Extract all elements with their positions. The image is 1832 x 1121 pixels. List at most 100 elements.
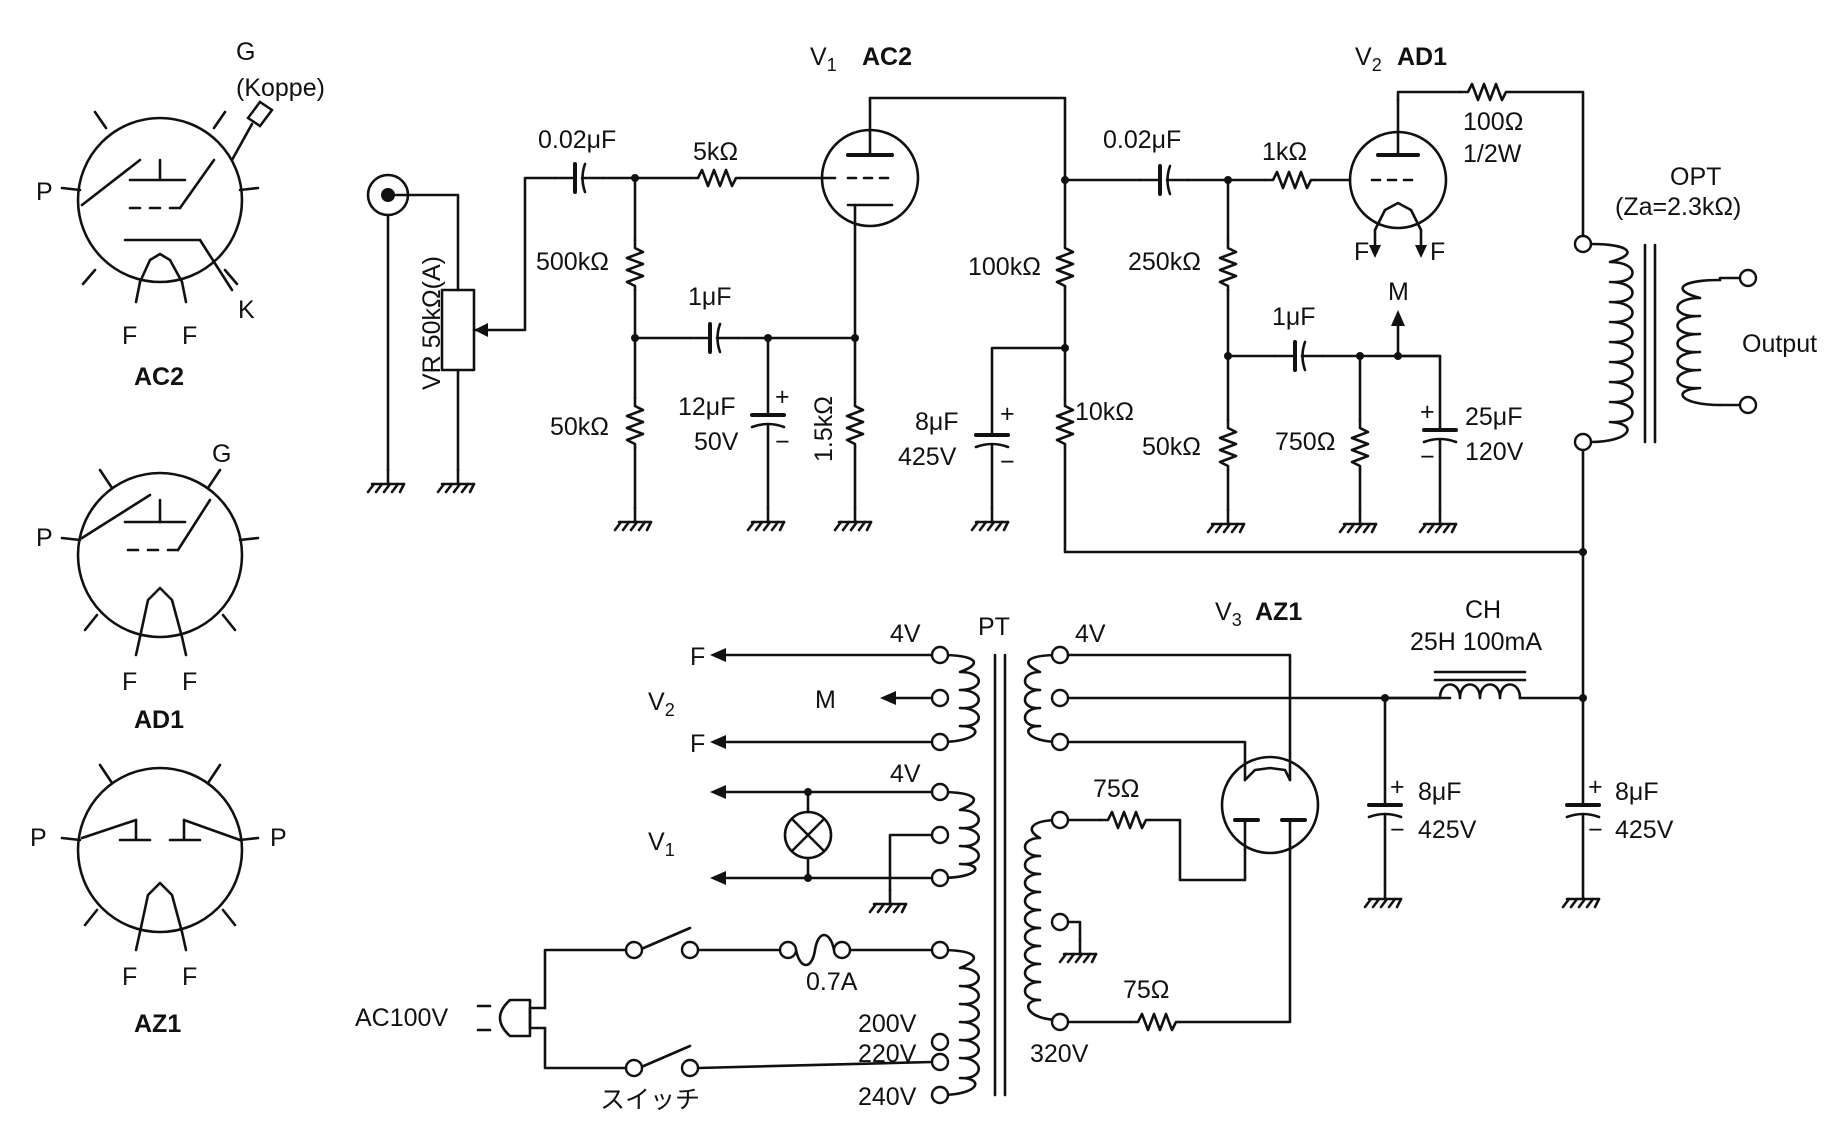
c-12uf-plus: + <box>775 383 790 411</box>
v1-sym: V <box>810 43 827 71</box>
c-8uf-a-minus: − <box>1000 448 1015 476</box>
ac-in-label: AC100V <box>355 1004 448 1032</box>
c-12uf-label: 12μF <box>678 393 735 421</box>
c-8uf-1-label: 8μF <box>1418 778 1462 806</box>
ad1-pin-f2: F <box>182 668 197 696</box>
opt-z-label: (Za=2.3kΩ) <box>1615 193 1741 221</box>
az1-name: AZ1 <box>134 1010 181 1038</box>
v1-type: AC2 <box>862 43 912 71</box>
c-8uf-1-v-label: 425V <box>1418 816 1477 844</box>
ps-v2-f2: F <box>690 730 705 758</box>
r-75-a-label: 75Ω <box>1093 775 1140 803</box>
ps-v2-sub: 2 <box>665 700 675 720</box>
v2-f1: F <box>1354 238 1369 266</box>
ch-label: CH <box>1465 596 1501 624</box>
ps-4v-b: 4V <box>890 760 921 788</box>
r-1k5-label: 1.5kΩ <box>810 396 838 462</box>
c-8uf-1-plus: + <box>1390 773 1405 801</box>
ps-m: M <box>815 686 836 714</box>
opt-label: OPT <box>1670 163 1721 191</box>
pinout-ad1: G P F F AD1 <box>36 440 260 734</box>
ps-200v: 200V <box>858 1010 917 1038</box>
fuse-label: 0.7A <box>806 968 858 996</box>
ps-v1-sub: 1 <box>665 840 675 860</box>
ad1-name: AD1 <box>134 706 184 734</box>
c-1uf-b-label: 1μF <box>1272 303 1316 331</box>
ac2-koppe: (Koppe) <box>236 74 325 102</box>
c-8uf-a-label: 8μF <box>915 408 959 436</box>
ac2-pin-f2: F <box>182 322 197 350</box>
pinout-az1: P P F F AZ1 <box>30 763 287 1038</box>
r-75-b-label: 75Ω <box>1123 976 1170 1004</box>
r-250k-label: 250kΩ <box>1128 248 1201 276</box>
output-label: Output <box>1742 330 1817 358</box>
r-50k-a-label: 50kΩ <box>550 413 609 441</box>
v2-label: V2 <box>1355 43 1382 75</box>
switch-label: スイッチ <box>600 1086 700 1114</box>
ps-v2-f1: F <box>690 643 705 671</box>
ac2-pin-k: K <box>238 296 255 324</box>
ps-4v-c: 4V <box>1075 620 1106 648</box>
az1-pin-p2: P <box>270 824 287 852</box>
r-10k-label: 10kΩ <box>1075 398 1134 426</box>
ps-240v: 240V <box>858 1083 917 1111</box>
r-750-label: 750Ω <box>1275 428 1335 456</box>
v3-sym: V <box>1215 598 1232 626</box>
v1-sub: 1 <box>827 55 837 75</box>
az1-pin-p1: P <box>30 824 47 852</box>
m-label: M <box>1388 278 1409 306</box>
r-grid1-label: 5kΩ <box>693 138 738 166</box>
ps-v2-label: V2 <box>648 688 675 720</box>
pt-label: PT <box>978 613 1010 641</box>
v2-f2: F <box>1430 238 1445 266</box>
v3-type: AZ1 <box>1255 598 1302 626</box>
ad1-pin-g: G <box>212 440 231 468</box>
ps-v2-sym: V <box>648 688 665 716</box>
az1-pin-f1: F <box>122 963 137 991</box>
power-supply-section: PT F M F V2 4V V1 4V 200V 220V 240V 0.7A… <box>355 550 1674 1114</box>
ps-v1-sym: V <box>648 828 665 856</box>
ac2-pin-g: G <box>236 38 255 66</box>
v1-label: V1 <box>810 43 837 75</box>
c-8uf-2-plus: + <box>1588 773 1603 801</box>
ac2-pin-f1: F <box>122 322 137 350</box>
v2-sub: 2 <box>1372 55 1382 75</box>
c-25uf-minus: − <box>1420 443 1435 471</box>
c-25uf-label: 25μF <box>1465 403 1522 431</box>
c-12uf-minus: − <box>775 428 790 456</box>
ps-v1-label: V1 <box>648 828 675 860</box>
ps-320v: 320V <box>1030 1040 1089 1068</box>
r-500k-label: 500kΩ <box>536 248 609 276</box>
v2-type: AD1 <box>1397 43 1447 71</box>
ch-spec-label: 25H 100mA <box>1410 628 1542 656</box>
c-8uf-a-v-label: 425V <box>898 443 957 471</box>
v3-sub: 3 <box>1232 610 1242 630</box>
c-cpl-label: 0.02μF <box>1103 126 1181 154</box>
ad1-pin-p: P <box>36 524 53 552</box>
ac2-name: AC2 <box>134 363 184 391</box>
v2-sym: V <box>1355 43 1372 71</box>
az1-pin-f2: F <box>182 963 197 991</box>
r-100-b-label: 1/2W <box>1463 140 1522 168</box>
pinout-ac2: G (Koppe) P K F F AC2 <box>36 38 325 391</box>
r-100-a-label: 100Ω <box>1463 108 1523 136</box>
v3-label: V3 <box>1215 598 1242 630</box>
c-8uf-2-label: 8μF <box>1615 778 1659 806</box>
c-25uf-plus: + <box>1420 398 1435 426</box>
c-8uf-1-minus: − <box>1390 816 1405 844</box>
c-8uf-2-minus: − <box>1588 816 1603 844</box>
ps-4v-a: 4V <box>890 620 921 648</box>
c-25uf-v-label: 120V <box>1465 438 1524 466</box>
ac2-pin-p: P <box>36 178 53 206</box>
c-8uf-a-plus: + <box>1000 400 1015 428</box>
r-100k-label: 100kΩ <box>968 253 1041 281</box>
c-12uf-v-label: 50V <box>694 428 739 456</box>
ad1-pin-f1: F <box>122 668 137 696</box>
r-50k-b-label: 50kΩ <box>1142 433 1201 461</box>
r-1k-label: 1kΩ <box>1262 138 1307 166</box>
c-8uf-2-v-label: 425V <box>1615 816 1674 844</box>
c-1uf-a-label: 1μF <box>688 283 732 311</box>
amplifier-section: VR 50kΩ(A) 0.02μF 5kΩ 500kΩ 50kΩ 1μF + −… <box>366 43 1817 556</box>
c-in-label: 0.02μF <box>538 126 616 154</box>
